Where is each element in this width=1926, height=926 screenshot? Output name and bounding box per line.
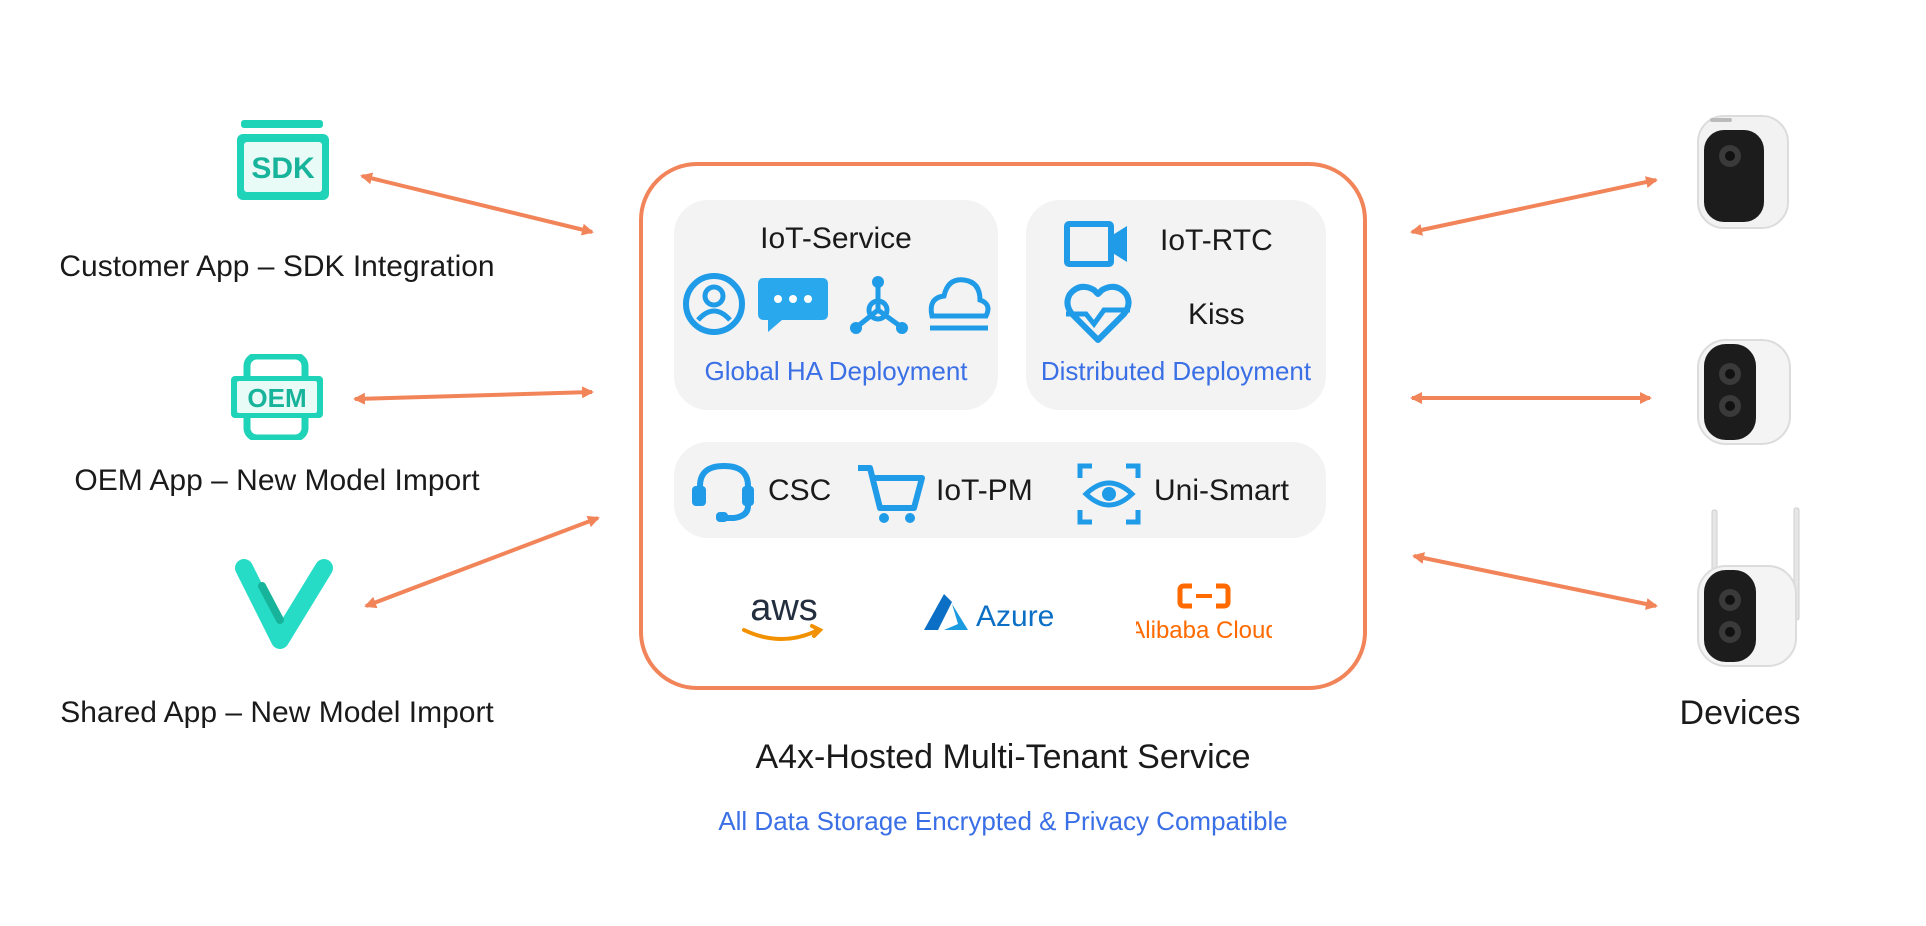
rtc-title: IoT-RTC	[1160, 224, 1273, 257]
service-container	[639, 162, 1367, 690]
camera-device-3	[1697, 507, 1800, 667]
modules-panel	[674, 442, 1326, 538]
iot-service-icons	[683, 273, 991, 335]
module-csc: CSC	[768, 474, 832, 507]
camera-device-2	[1697, 339, 1791, 445]
sdk-icon: SDK	[237, 120, 329, 200]
shared-app-label: Shared App – New Model Import	[60, 696, 494, 729]
module-iot-pm: IoT-PM	[936, 474, 1033, 507]
shared-app-v-icon	[235, 559, 333, 649]
kiss-title: Kiss	[1188, 298, 1245, 331]
eye-scan-icon	[1077, 463, 1141, 525]
cloud-icon	[928, 277, 991, 331]
iot-service-subtitle: Global HA Deployment	[704, 356, 968, 386]
headset-icon	[692, 462, 754, 522]
chat-icon	[758, 278, 828, 332]
user-icon	[683, 273, 745, 335]
iot-service-title: IoT-Service	[760, 222, 912, 255]
oem-icon-text: OEM	[247, 383, 306, 413]
rtc-subtitle: Distributed Deployment	[1040, 356, 1312, 386]
service-title: A4x-Hosted Multi-Tenant Service	[755, 738, 1251, 776]
alibaba-logo-text: Alibaba Cloud	[1136, 617, 1272, 644]
alibaba-cloud-logo: Alibaba Cloud	[1136, 583, 1272, 644]
arrow-device-3	[1412, 552, 1658, 610]
aws-logo-text: aws	[750, 587, 818, 629]
sdk-icon-text: SDK	[251, 152, 315, 185]
network-hub-icon	[850, 276, 908, 334]
iot-service-panel	[674, 200, 998, 410]
oem-app-label: OEM App – New Model Import	[74, 464, 480, 497]
devices-label: Devices	[1679, 694, 1801, 732]
arrow-shared	[364, 515, 600, 609]
sdk-app-label: Customer App – SDK Integration	[59, 250, 495, 283]
service-note: All Data Storage Encrypted & Privacy Com…	[718, 806, 1288, 836]
oem-icon: OEM	[231, 354, 323, 440]
shopping-cart-icon	[858, 465, 925, 523]
arrow-device-1	[1410, 176, 1658, 236]
heart-pulse-icon	[1064, 283, 1132, 343]
aws-logo: aws	[742, 587, 824, 641]
rtc-panel	[1026, 200, 1326, 410]
module-uni-smart: Uni-Smart	[1154, 474, 1290, 507]
azure-logo-text: Azure	[976, 600, 1054, 633]
video-camera-icon	[1064, 221, 1127, 267]
azure-logo: Azure	[924, 594, 1054, 633]
arrow-sdk	[360, 172, 594, 236]
camera-device-1	[1697, 115, 1789, 229]
arrow-oem	[353, 386, 594, 405]
